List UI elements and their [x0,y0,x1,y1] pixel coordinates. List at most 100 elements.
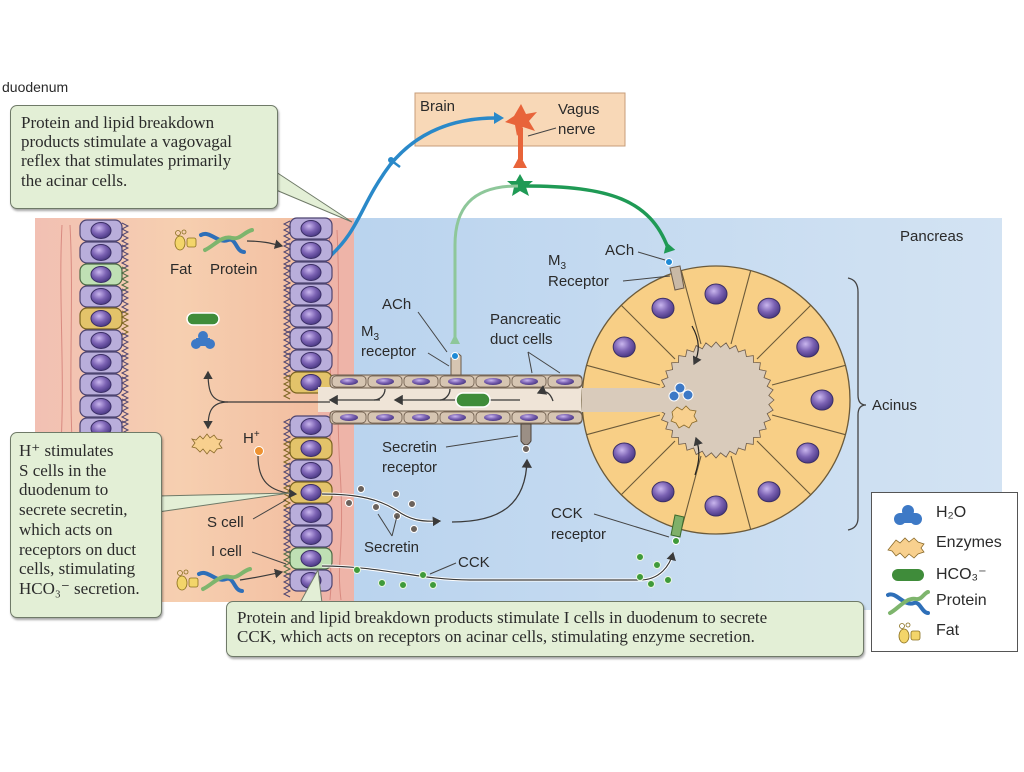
callout-vagovagal: Protein and lipid breakdown products sti… [10,105,278,209]
efferent-terminal-duct [450,334,460,344]
secretin-molecule [372,503,380,511]
afferent-node [388,157,394,163]
acinar-nucleus [612,336,636,358]
secretin-molecules [345,485,418,533]
cck-molecule [378,579,386,587]
acinar-cell-border [730,270,752,345]
cck-molecule [399,581,407,589]
cck-receptor [670,514,685,545]
microvilli [120,354,130,380]
acinar-nucleus [810,389,834,411]
cck-molecule [636,553,644,561]
duodenal-epithelium-left [79,219,130,468]
microvilli [282,418,292,444]
callout-cck-line: CCK, which acts on receptors on acinar c… [237,627,755,647]
nucleus [90,376,112,393]
ach-duct-leader [417,311,448,353]
secretin-leader-a [377,513,393,537]
nucleus [300,374,322,391]
acinar-nucleus [757,481,781,503]
efferent-neuron [507,174,533,196]
legend-label: HCO₃⁻ [936,566,987,583]
nucleus [300,506,322,523]
nucleus [300,308,322,325]
bicarbonate-icon [892,569,924,581]
secretin-to-receptor-arrow [451,458,533,523]
lumen-enzymes [191,433,223,455]
secretin-receptor-label-1: Secretin [382,439,437,456]
acinar-nucleus [796,442,820,464]
cck-path [321,551,676,581]
cck-molecule [647,580,655,588]
legend-label: Fat [936,622,960,639]
callout-cck-line: Protein and lipid breakdown products sti… [237,608,768,627]
callout-vagovagal-line: Protein and lipid breakdown [21,113,215,132]
vagus-nerve-label-2: nerve [558,121,596,138]
legend-item: Fat [872,619,1017,647]
acinar-cell-border [620,304,676,360]
cck-molecules [353,553,672,589]
s-cell-leader [252,499,287,520]
m3-duct-receptor-label: receptor [361,343,416,360]
duct-nucleus [412,414,430,421]
duct-leader-b [527,351,561,374]
nucleus [90,266,112,283]
microvilli [282,220,292,246]
acinar-cell-border [586,414,661,436]
vagus-leader [527,127,557,137]
microvilli [282,440,292,466]
duct-bicarbonate [455,392,491,408]
m3-duct-label: M3 [361,323,380,343]
pancreatic-duct-label-1: Pancreatic [490,311,561,328]
duct-nucleus [556,414,574,421]
acinar-nucleus [757,297,781,319]
cck-label: CCK [458,554,490,571]
lumen-bicarbonate [186,312,220,326]
nucleus [90,244,112,261]
i-cell-label: I cell [211,543,242,560]
lumen-water [191,331,215,349]
water-part [682,389,694,401]
cck-molecule [636,573,644,581]
secretin-label: Secretin [364,539,419,556]
microvilli [282,242,292,268]
legend-item: Protein [872,589,1017,617]
pancreatic-duct-label-2: duct cells [490,331,553,348]
duct-nucleus [448,378,466,385]
duct-nucleus [520,378,538,385]
callout-secretin-line: secrete secretin, [19,500,128,520]
nucleus [300,330,322,347]
microvilli [120,376,130,402]
acinar-nucleus [704,283,728,305]
ach-acinar-label: ACh [605,242,634,259]
water-icon [894,505,922,525]
secretion-arrow-bottom [693,436,703,476]
microvilli [120,398,130,424]
cck-molecule [353,566,361,574]
i-cell-leader [251,551,287,565]
protein-label: Protein [210,261,258,278]
afferent-terminal [494,112,504,124]
microvilli [282,506,292,532]
fat-label: Fat [170,261,193,278]
protein-molecules-bottom [197,567,252,593]
microvilli [282,462,292,488]
pancreas-label: Pancreas [900,228,963,245]
acinar-cell-border [680,455,702,530]
cck-molecule [429,581,437,589]
callout-secretin-line: duodenum to [19,480,109,500]
legend-item: H₂O [872,501,1017,529]
acinar-cell-border [756,440,812,496]
cck-molecule [653,561,661,569]
acinar-cell-border [771,414,846,436]
nucleus [90,222,112,239]
microvilli [282,374,292,400]
nucleus [90,310,112,327]
water-part [674,382,686,394]
callout-secretin-line: receptors on duct [19,539,137,559]
microvilli [120,222,130,248]
callout-secretin-line: H⁺ stimulates [19,441,114,460]
m3-acinar-leader [622,275,671,282]
nucleus [300,352,322,369]
duct-nucleus [376,378,394,385]
